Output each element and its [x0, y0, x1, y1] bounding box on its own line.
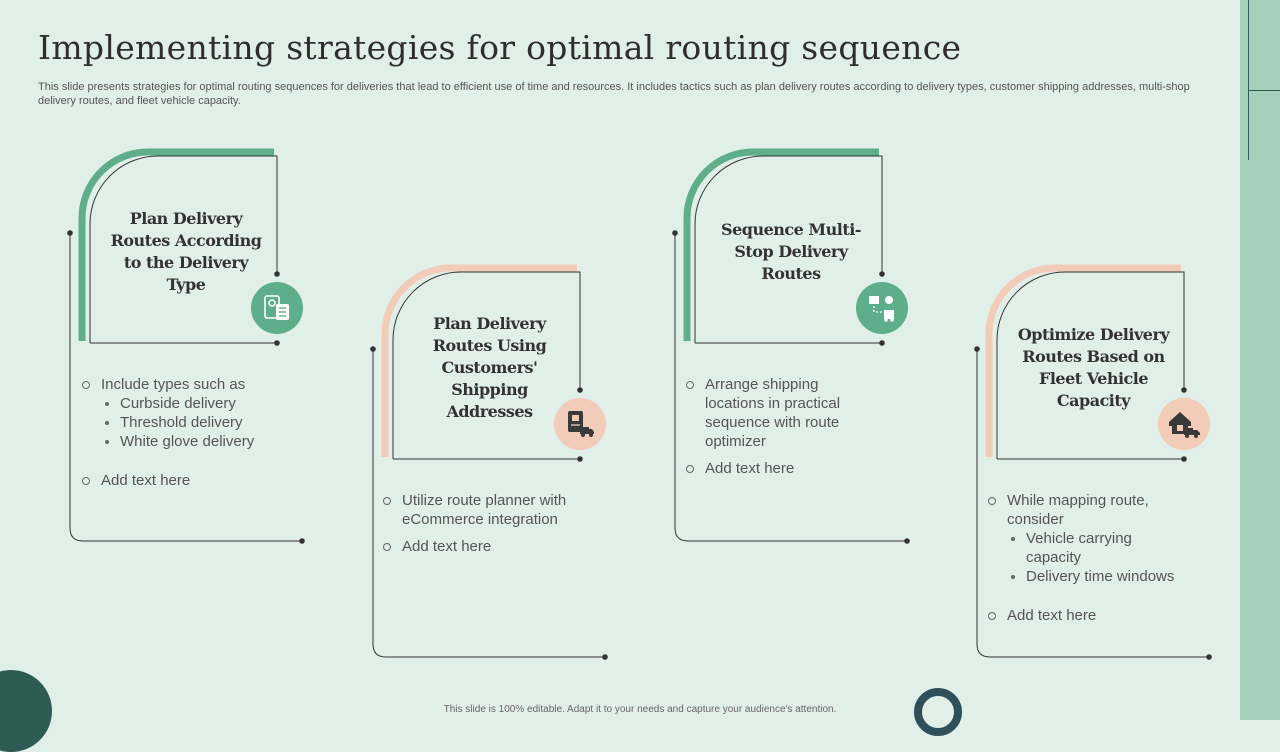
slide-subtitle: This slide presents strategies for optim… — [38, 81, 1190, 107]
strip-line-vertical — [1248, 0, 1249, 160]
card-1-icon-badge — [251, 282, 303, 334]
warehouse-truck-icon — [1169, 412, 1200, 438]
strategy-card-3: Sequence Multi-Stop Delivery Routes Arra… — [671, 148, 951, 548]
decor-ring — [914, 688, 962, 736]
card-3-icon-badge — [856, 282, 908, 334]
card-2-icon-badge — [554, 398, 606, 450]
list-item: Utilize route planner with eCommerce int… — [383, 491, 593, 529]
strategy-card-2: Plan Delivery Routes Using Customers' Sh… — [369, 264, 649, 664]
card-1-list: Include types such as Curbside delivery … — [82, 375, 322, 490]
card-4-title: Optimize Delivery Routes Based on Fleet … — [1017, 325, 1170, 410]
card-2-frame — [370, 264, 608, 660]
sub-item: Threshold delivery — [101, 413, 322, 432]
strip-line-horizontal — [1248, 90, 1280, 91]
multi-stop-route-icon — [869, 296, 894, 322]
card-1-title: Plan Delivery Routes According to the De… — [110, 209, 262, 294]
sub-item: White glove delivery — [101, 432, 322, 451]
list-item: Add text here — [988, 606, 1208, 625]
card-4-icon-badge — [1158, 398, 1210, 450]
list-item: Add text here — [383, 537, 593, 556]
list-item: Arrange shipping locations in practical … — [686, 375, 866, 451]
list-item: Add text here — [82, 471, 322, 490]
right-decor-strip — [1240, 0, 1280, 720]
card-4-list: While mapping route, consider Vehicle ca… — [988, 491, 1208, 625]
sub-item: Vehicle carrying capacity — [1007, 529, 1176, 567]
strategy-card-1: Plan Delivery Routes According to the De… — [66, 148, 346, 548]
card-3-title: Sequence Multi-Stop Delivery Routes — [721, 220, 861, 283]
card-2-list: Utilize route planner with eCommerce int… — [383, 491, 593, 556]
card-1-frame — [67, 148, 305, 544]
card-3-frame — [672, 148, 910, 544]
card-3-list: Arrange shipping locations in practical … — [686, 375, 866, 478]
list-item: Add text here — [686, 459, 866, 478]
decor-circle-left — [0, 670, 52, 752]
list-item: While mapping route, consider Vehicle ca… — [988, 491, 1208, 586]
slide-title: Implementing strategies for optimal rout… — [38, 28, 962, 67]
card-2-title: Plan Delivery Routes Using Customers' Sh… — [432, 314, 547, 421]
sub-item: Curbside delivery — [101, 394, 322, 413]
strategy-card-4: Optimize Delivery Routes Based on Fleet … — [973, 264, 1253, 664]
list-item: Include types such as Curbside delivery … — [82, 375, 322, 451]
footer-note: This slide is 100% editable. Adapt it to… — [443, 704, 837, 715]
shipping-address-icon — [568, 411, 594, 437]
card-4-frame — [974, 264, 1212, 660]
delivery-checklist-icon — [264, 295, 289, 320]
sub-item: Delivery time windows — [1007, 567, 1208, 586]
